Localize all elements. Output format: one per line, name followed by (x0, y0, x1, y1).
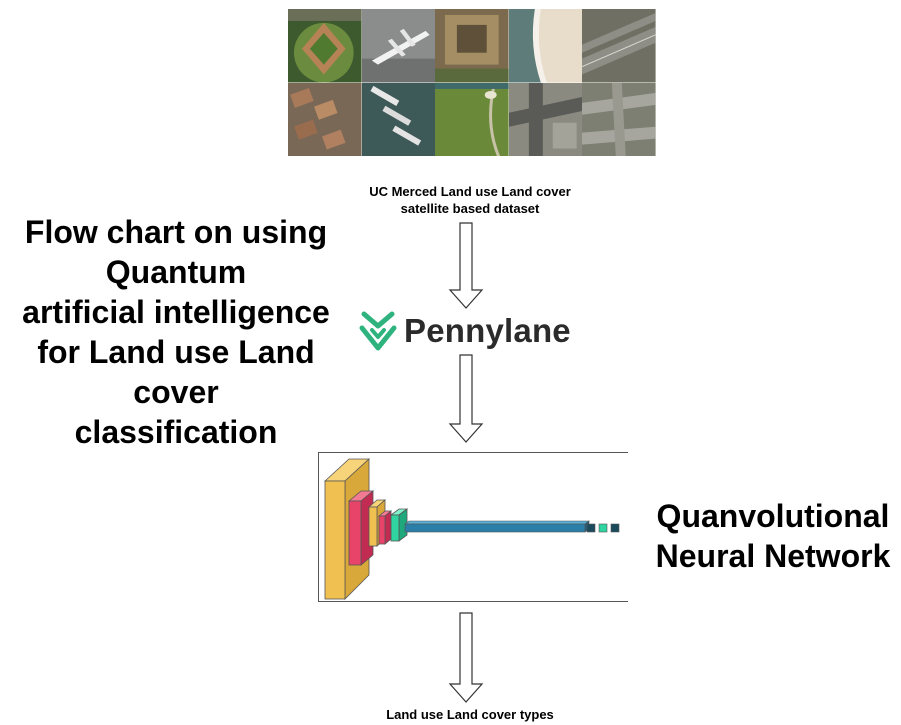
flowchart-title: Flow chart on using Quantum artificial i… (6, 212, 346, 452)
tile-beach (508, 9, 583, 83)
qnn-layers-visual (323, 458, 620, 600)
qnn-label: Quanvolutional Neural Network (645, 496, 901, 576)
qnn-label-line1: Quanvolutional (656, 498, 890, 534)
title-line: Flow chart on using (24, 214, 328, 250)
dataset-caption-line1: UC Merced Land use Land cover (369, 184, 571, 199)
dense-layer-block (404, 520, 590, 533)
conv2-layer-block (377, 510, 393, 545)
tile-golf-course (435, 82, 509, 156)
tile-airplane (361, 9, 436, 83)
pennylane-logo-icon (359, 311, 397, 351)
tile-overpass (582, 82, 656, 156)
output-caption: Land use Land cover types (386, 707, 554, 722)
title-line: cover (133, 374, 219, 410)
title-line: artificial intelligence (22, 294, 330, 330)
tile-buildings (435, 9, 509, 83)
tile-dense-residential (288, 82, 362, 156)
dataset-image-grid (288, 9, 656, 156)
flow-arrow-down (448, 354, 484, 443)
tile-intersection (508, 82, 583, 156)
qnn-architecture-diagram (318, 452, 628, 602)
tile-freeway (582, 9, 656, 83)
pennylane-wordmark: Pennylane (404, 312, 571, 349)
dataset-caption-line2: satellite based dataset (400, 201, 540, 216)
tile-harbor (361, 82, 436, 156)
title-line: classification (74, 414, 278, 450)
quanv-layer-block (389, 508, 409, 542)
flow-arrow-down (448, 222, 484, 309)
output-layer-block (586, 523, 620, 533)
flow-arrow-down (448, 612, 484, 703)
tile-baseball-diamond (288, 9, 362, 83)
dataset-caption: UC Merced Land use Land cover satellite … (320, 183, 620, 217)
title-line: for Land use Land (37, 334, 315, 370)
qnn-label-line2: Neural Network (655, 538, 891, 574)
title-line: Quantum (105, 254, 247, 290)
